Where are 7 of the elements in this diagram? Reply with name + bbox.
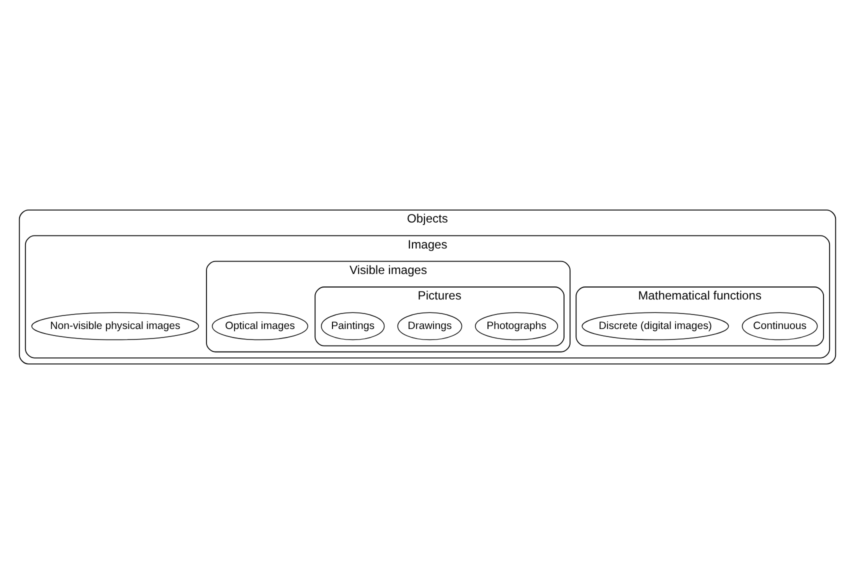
node-ellipse: Non-visible physical images [31, 312, 199, 340]
node-ellipse: Paintings [320, 312, 385, 340]
node-ellipse: Discrete (digital images) [582, 312, 729, 340]
node-ellipse: Continuous [742, 312, 818, 340]
node-ellipse: Optical images [212, 312, 308, 340]
node-ellipse: Drawings [397, 312, 462, 340]
node-ellipse: Photographs [474, 312, 558, 340]
